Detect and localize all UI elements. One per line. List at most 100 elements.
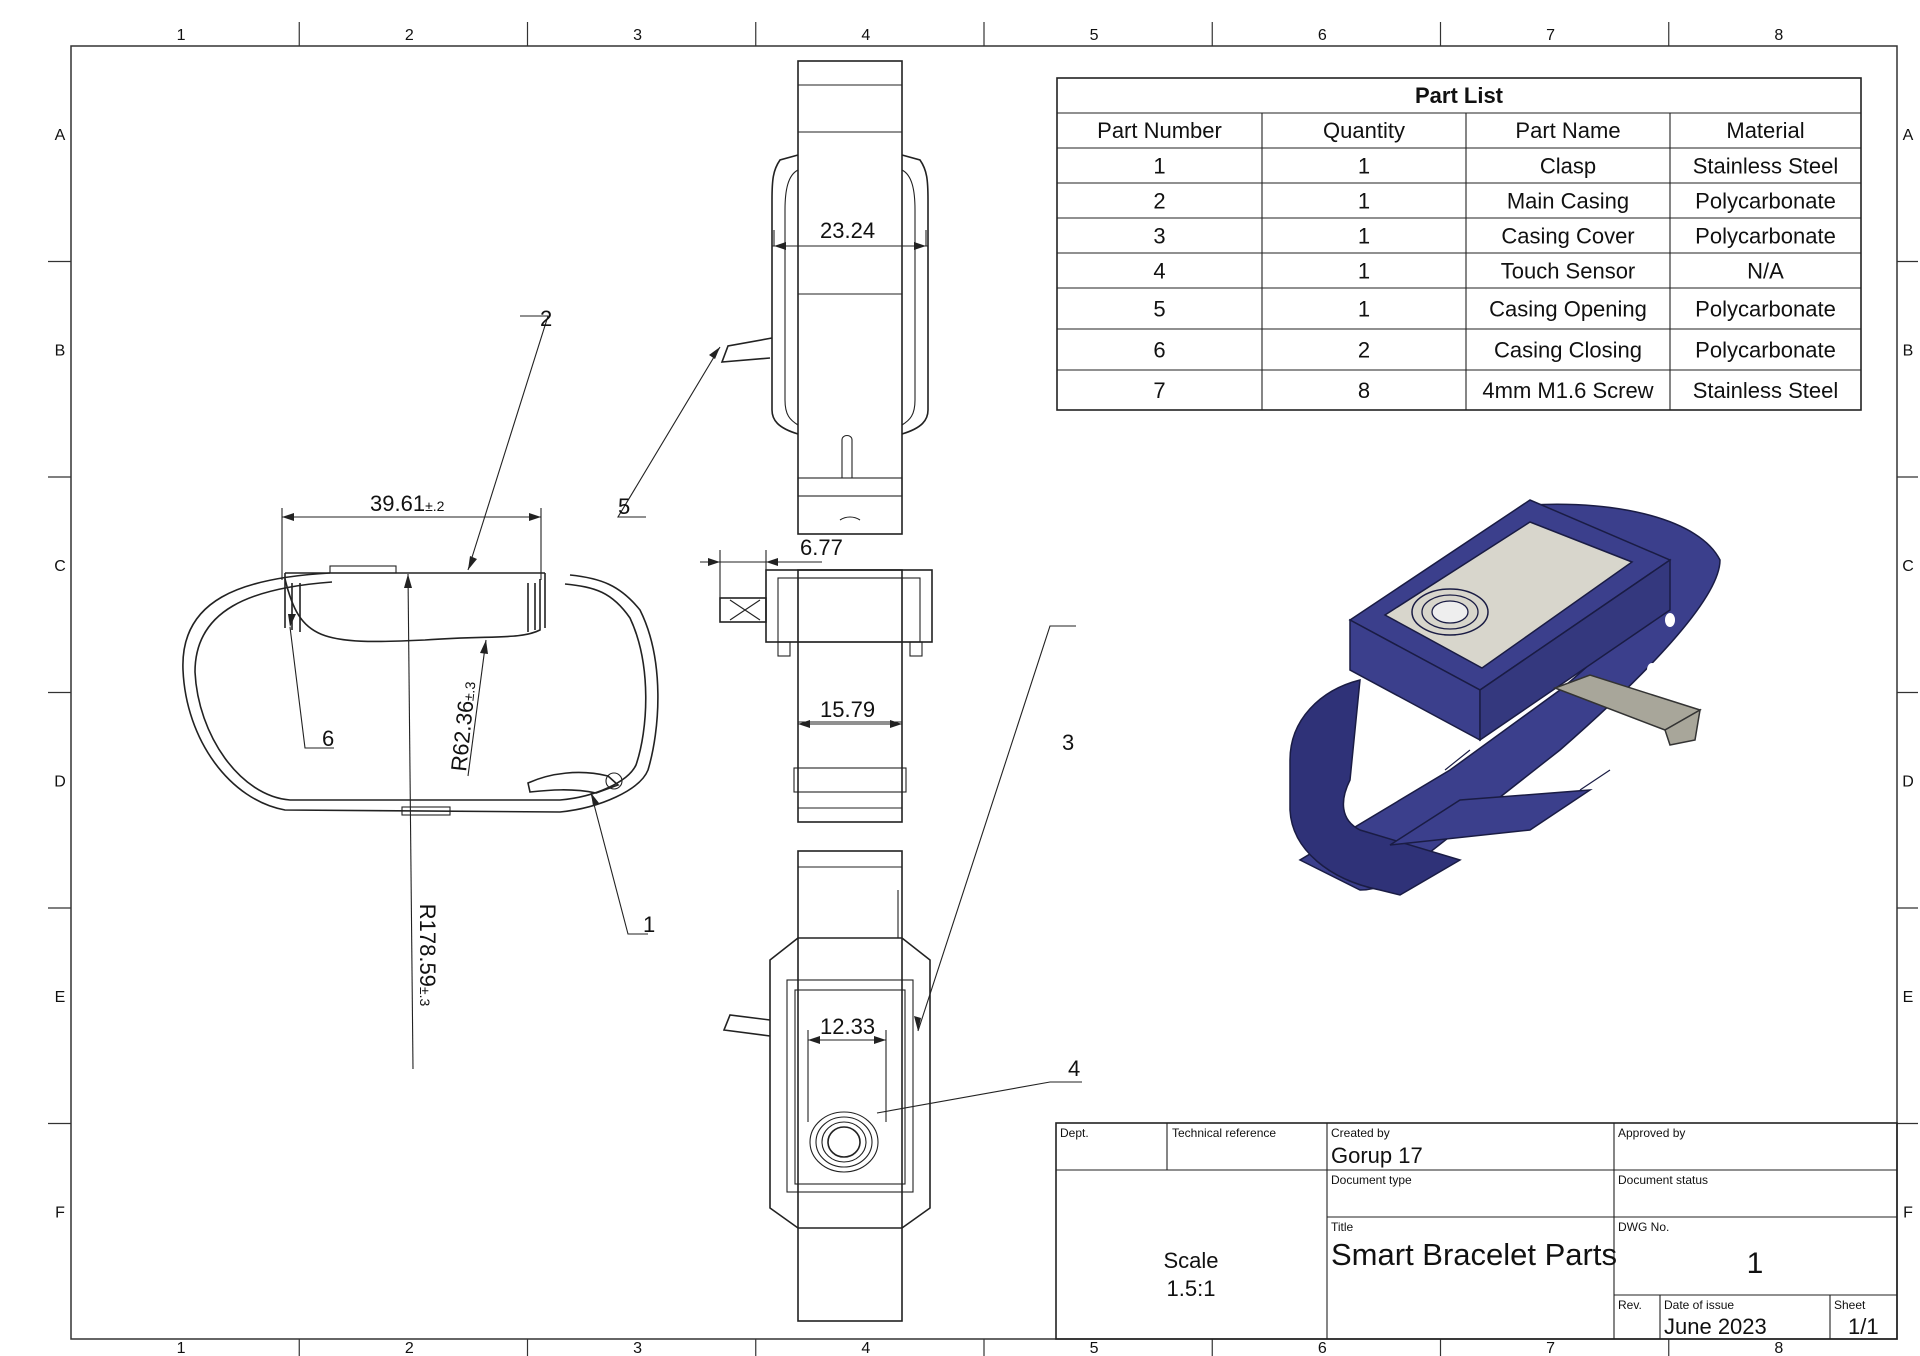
balloon-4: 4 [1068, 1056, 1080, 1081]
scale-label: Scale [1163, 1248, 1218, 1273]
title-block [1055, 1122, 1898, 1340]
part-list-cell: 1 [1153, 154, 1165, 179]
dim-screen: 12.33 [820, 1014, 875, 1039]
part-list-header: Part Name [1515, 118, 1620, 143]
part-list-cell: Stainless Steel [1693, 154, 1839, 179]
date-label: Date of issue [1664, 1298, 1734, 1312]
zone-col-top-4: 4 [861, 27, 870, 44]
zone-row-right-C: C [1902, 558, 1914, 575]
zone-col-bottom-6: 6 [1318, 1340, 1327, 1356]
part-list-cell: 7 [1153, 378, 1165, 403]
part-list-cell: Main Casing [1507, 189, 1629, 214]
part-list-cell: 4mm M1.6 Screw [1482, 378, 1653, 403]
part-list-cell: 1 [1358, 154, 1370, 179]
part-list-cell: Clasp [1540, 154, 1596, 179]
part-list-cell: Polycarbonate [1695, 224, 1836, 249]
part-list-header: Part Number [1097, 118, 1222, 143]
balloon-5: 5 [618, 494, 630, 519]
approved-by-label: Approved by [1618, 1126, 1685, 1140]
leader-arrowheads [288, 347, 921, 1031]
zone-col-top-3: 3 [633, 27, 642, 44]
zone-row-right-F: F [1903, 1204, 1913, 1221]
part-list-cell: 1 [1358, 297, 1370, 322]
doc-status-label: Document status [1618, 1173, 1708, 1187]
sheet-value: 1/1 [1848, 1314, 1879, 1339]
part-list-text: Part Number Quantity Part Name Material 1 1 Cl… [1097, 118, 1838, 403]
dwg-no-label: DWG No. [1618, 1220, 1669, 1234]
zone-col-bottom-4: 4 [861, 1340, 870, 1356]
zone-row-left-A: A [55, 127, 66, 144]
part-list-cell: Polycarbonate [1695, 338, 1836, 363]
scale-value: 1.5:1 [1167, 1276, 1216, 1301]
created-by-value: Gorup 17 [1331, 1143, 1423, 1168]
leader-lines [289, 315, 1082, 1114]
zone-col-bottom-2: 2 [405, 1340, 414, 1356]
face-view [722, 850, 931, 1322]
part-list-cell: Casing Closing [1494, 338, 1642, 363]
side-view [700, 550, 933, 823]
zone-col-top-6: 6 [1318, 27, 1327, 44]
part-list-cell: 6 [1153, 338, 1165, 363]
part-list-cell: Casing Cover [1501, 224, 1634, 249]
part-list-title: Part List [1415, 83, 1504, 108]
created-by-label: Created by [1331, 1126, 1390, 1140]
zone-col-bottom-7: 7 [1546, 1340, 1555, 1356]
part-list-table [1056, 77, 1862, 411]
balloon-2: 2 [540, 306, 552, 331]
balloon-6: 6 [322, 726, 334, 751]
drawing-title: Smart Bracelet Parts [1331, 1237, 1617, 1272]
balloon-1: 1 [643, 912, 655, 937]
zone-col-top-7: 7 [1546, 27, 1555, 44]
zone-row-left-C: C [54, 558, 66, 575]
bracelet-3d-render [1289, 499, 1721, 896]
part-list-cell: 8 [1358, 378, 1370, 403]
part-list-cell: 1 [1358, 189, 1370, 214]
dwg-no-value: 1 [1747, 1247, 1764, 1280]
doc-type-label: Document type [1331, 1173, 1412, 1187]
balloon-3: 3 [1062, 730, 1074, 755]
zone-row-right-B: B [1903, 342, 1914, 359]
sheet-label: Sheet [1834, 1298, 1866, 1312]
part-list-cell: 1 [1358, 259, 1370, 284]
dim-width-mid: 15.79 [820, 697, 875, 722]
zone-col-bottom-1: 1 [177, 1340, 186, 1356]
part-list-header: Quantity [1323, 118, 1405, 143]
date-value: June 2023 [1664, 1314, 1767, 1339]
sensor-rings [809, 1111, 879, 1173]
zone-col-bottom-5: 5 [1090, 1340, 1099, 1356]
part-list-cell: 4 [1153, 259, 1165, 284]
zone-row-left-F: F [55, 1204, 65, 1221]
part-list-cell: Stainless Steel [1693, 378, 1839, 403]
zone-col-top-1: 1 [177, 27, 186, 44]
zone-col-bottom-8: 8 [1774, 1340, 1783, 1356]
zone-row-right-A: A [1903, 127, 1914, 144]
zone-col-bottom-3: 3 [633, 1340, 642, 1356]
dim-radius-inner: R62.36±.3 [446, 680, 480, 773]
part-list-header: Material [1726, 118, 1804, 143]
dept-label: Dept. [1060, 1126, 1089, 1140]
top-view [720, 60, 929, 535]
part-list-cell: 5 [1153, 297, 1165, 322]
dim-thickness: 6.77 [800, 535, 843, 560]
dim-radius-outer: R178.59±.3 [415, 904, 440, 1007]
zone-col-top-5: 5 [1090, 27, 1099, 44]
part-list-cell: Touch Sensor [1501, 259, 1636, 284]
tech-ref-label: Technical reference [1172, 1126, 1276, 1140]
title-label: Title [1331, 1220, 1354, 1234]
zone-row-right-D: D [1902, 773, 1914, 790]
part-list-cell: 3 [1153, 224, 1165, 249]
zone-row-left-E: E [55, 989, 66, 1006]
bracelet-side-view [182, 508, 659, 1070]
zone-row-right-E: E [1903, 989, 1914, 1006]
dim-width-top: 23.24 [820, 218, 875, 243]
part-list-cell: 2 [1153, 189, 1165, 214]
dim-span: 39.61±.2 [370, 491, 445, 516]
zone-row-left-D: D [54, 773, 66, 790]
part-list-cell: Casing Opening [1489, 297, 1647, 322]
zone-tick-marks [48, 22, 1918, 1356]
part-list-cell: 1 [1358, 224, 1370, 249]
rev-label: Rev. [1618, 1298, 1642, 1312]
part-list-cell: 2 [1358, 338, 1370, 363]
